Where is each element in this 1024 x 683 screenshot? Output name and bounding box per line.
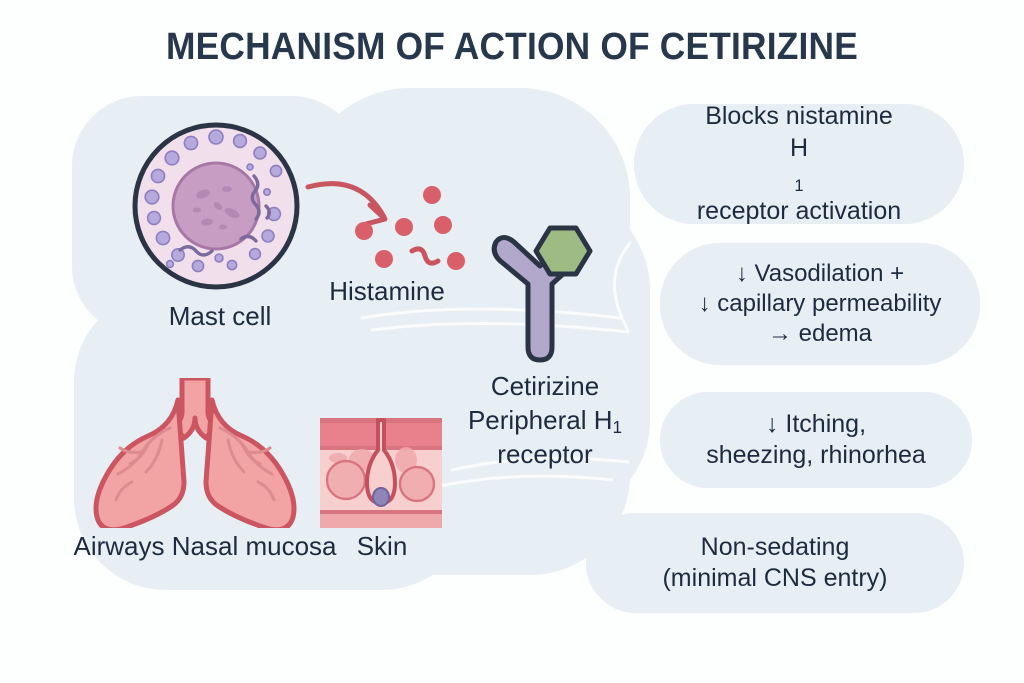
- h1-receptor-icon: [476, 222, 606, 372]
- effect-pill-vasodilation-permeability: ↓ Vasodilation + ↓ capillary permeabilit…: [660, 243, 980, 365]
- mast-cell-label: Mast cell: [168, 301, 272, 331]
- cetirizine-molecule-icon: [533, 225, 593, 277]
- page-title: MECHANISM OF ACTION OF CETIRIZINE: [166, 26, 858, 68]
- lungs-icon: [70, 375, 320, 533]
- airways-label-line1: Airways: [73, 531, 165, 561]
- histamine-particles-icon: [300, 165, 490, 300]
- h1-subscript: 1: [794, 177, 804, 196]
- effect-pill-itching-sneezing-rhinorrhea: ↓ Itching, sheezing, rhinorhea: [660, 392, 972, 488]
- receptor-label: Cetirizine Peripheral H1 receptor: [430, 370, 660, 471]
- airways-label-line2: Nasal mucosa: [171, 531, 337, 561]
- airways-label: Airways Nasal mucosa: [40, 530, 370, 564]
- effect-2-line1: ↓ Vasodilation +: [735, 259, 905, 287]
- effect-3-line1: ↓ Itching,: [765, 409, 867, 438]
- effect-4-line2: (minimal CNS entry): [662, 564, 888, 592]
- receptor-label-line1: Cetirizine: [490, 371, 600, 401]
- mast-cell-icon: [128, 118, 304, 299]
- effect-2-line2: ↓ capillary permeability: [698, 289, 942, 317]
- skin-label: Skin: [356, 531, 408, 561]
- h1-subscript: 1: [612, 417, 623, 438]
- receptor-label-line2: Peripheral: [467, 404, 587, 435]
- receptor-label-line3: H1 receptor: [497, 404, 623, 469]
- effect-3-line2: sheezing, rhinorhea: [706, 441, 926, 469]
- effect-pill-non-sedating: Non-sedating (minimal CNS entry): [586, 513, 964, 613]
- skin-cross-section-icon: [320, 418, 442, 533]
- histamine-label: Histamine: [329, 276, 445, 306]
- effect-4-line1: Non-sedating: [700, 532, 850, 561]
- effect-2-line3: → edema: [767, 320, 873, 348]
- effect-1-line1: Blocks nistamine: [705, 102, 893, 130]
